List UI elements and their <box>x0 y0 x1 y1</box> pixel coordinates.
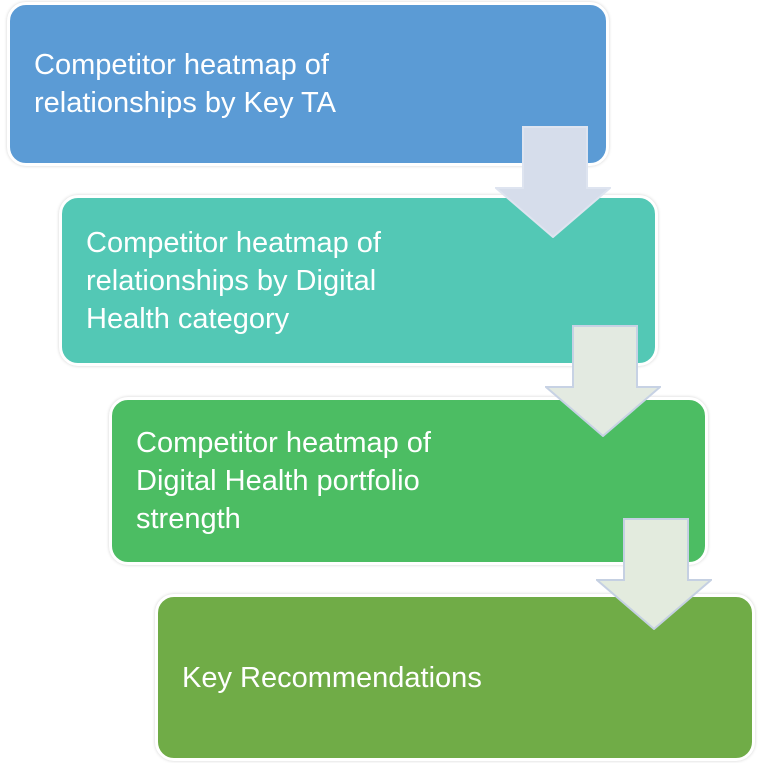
step-1-label-line-1: Competitor heatmap of <box>34 49 329 81</box>
step-2-label-line-3: Health category <box>86 302 290 335</box>
down-arrow-1-shape <box>495 126 611 238</box>
down-arrow-3-icon <box>596 518 712 630</box>
step-1-label-line-2: relationships by Key TA <box>34 87 336 119</box>
down-arrow-2-icon <box>545 325 661 437</box>
step-4-label-line-1: Key Recommendations <box>182 661 482 694</box>
step-3-label-line-3: strength <box>136 503 241 535</box>
down-arrow-3-shape <box>596 518 712 630</box>
step-3-label-line-1: Competitor heatmap of <box>136 427 431 459</box>
step-box-3: Competitor heatmap of Digital Health por… <box>109 397 708 565</box>
step-box-1: Competitor heatmap of relationships by K… <box>7 2 609 166</box>
step-2-label-line-1: Competitor heatmap of <box>86 226 381 259</box>
down-arrow-1-icon <box>495 126 611 238</box>
step-3-label-line-2: Digital Health portfolio <box>136 465 420 497</box>
down-arrow-2-shape <box>545 325 661 437</box>
step-2-label-line-2: relationships by Digital <box>86 264 377 297</box>
